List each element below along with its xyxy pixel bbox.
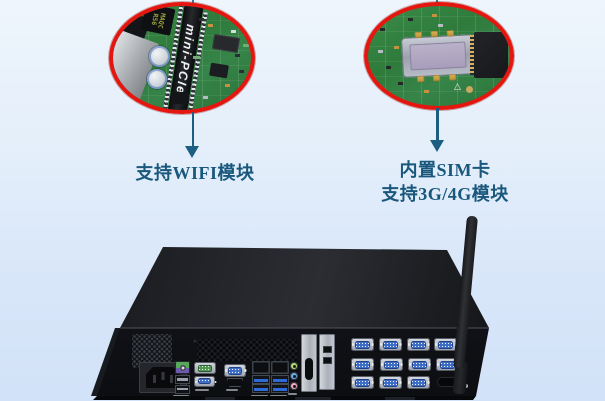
sim-card-slot (401, 30, 475, 83)
smd-component (243, 44, 249, 47)
vga-port (194, 375, 215, 387)
sim-contact (433, 74, 441, 82)
capacitor (147, 69, 167, 89)
sim-slot-zoom-photo: △ (364, 2, 514, 110)
pcb-chip (470, 32, 508, 78)
chassis-top-face (120, 247, 489, 328)
base-foot (205, 396, 235, 400)
sim-feature-label-line1: 内置SIM卡 (399, 160, 491, 180)
callout-arrow-wifi (191, 112, 194, 146)
smd-component (408, 18, 413, 21)
callout-arrow-sim (436, 108, 439, 140)
smd-component (239, 70, 244, 73)
pcb-chip (171, 92, 189, 104)
sim-contact (446, 30, 454, 37)
smd-component (193, 56, 200, 59)
smd-component (225, 84, 230, 87)
port-cutout (437, 377, 459, 387)
sim-contact (417, 75, 425, 83)
usb2-port (175, 384, 190, 394)
smd-component (424, 90, 429, 93)
usb2-port (322, 357, 332, 364)
audio-jack-lineout (290, 362, 298, 370)
smd-component (398, 82, 403, 85)
smd-component (208, 24, 213, 27)
pcb-chip (209, 62, 229, 79)
smd-component (235, 54, 240, 57)
usb3-port (271, 374, 289, 384)
vga-port (224, 364, 246, 377)
smd-component (466, 86, 473, 93)
port-label (226, 389, 238, 391)
db9-serial-port (351, 358, 374, 371)
chassis-base (93, 396, 476, 400)
smd-component (203, 96, 208, 99)
capacitor (149, 46, 170, 67)
expansion-bracket-usb (319, 334, 335, 390)
sim-contact (414, 31, 423, 39)
bracket-cutout (305, 358, 313, 380)
audio-jack-linein (290, 372, 298, 380)
smd-component (386, 66, 391, 69)
db9-serial-port (407, 376, 430, 389)
port-label (195, 388, 209, 391)
db9-serial-port (351, 376, 374, 389)
db9-serial-port (379, 338, 402, 351)
hdmi-port (227, 378, 243, 387)
smd-component (494, 22, 499, 25)
ps2-port (175, 361, 190, 374)
port-label (288, 392, 297, 395)
db9-serial-port (407, 338, 430, 351)
device-photo (85, 215, 491, 401)
smd-component (380, 28, 385, 31)
wifi-feature-label: 支持WIFI模块 (135, 163, 255, 183)
smd-component (438, 24, 443, 27)
sim-feature-label-line2: 支持3G/4G模块 (381, 184, 509, 204)
sim-feature-label: 内置SIM卡 支持3G/4G模块 (355, 158, 535, 206)
smd-component (432, 14, 437, 17)
usb2-port (322, 346, 332, 353)
usb3-port (252, 384, 270, 393)
base-foot (295, 396, 331, 400)
db9-serial-port (379, 376, 402, 389)
base-foot (385, 396, 415, 400)
callout-arrowhead-sim (429, 140, 444, 152)
silkscreen-arrow: △ (454, 82, 461, 92)
usb3-port (252, 374, 270, 384)
usb3-port (271, 384, 289, 393)
lan-port (252, 361, 270, 374)
usb2-port (175, 375, 190, 384)
sim-contact (448, 74, 457, 81)
sim-slot-cover (409, 41, 467, 71)
lan-port (271, 361, 289, 374)
smd-component (378, 50, 383, 53)
expansion-bracket (301, 334, 317, 392)
panel-screw (193, 339, 197, 343)
callout-arrowhead-wifi (185, 146, 199, 158)
sim-contact (430, 30, 439, 38)
com-serial-port (194, 362, 216, 374)
audio-jack-mic (290, 382, 298, 390)
db9-serial-port (434, 338, 457, 351)
db9-serial-port (408, 358, 431, 371)
smd-component (394, 46, 399, 49)
db9-serial-port (351, 338, 374, 351)
smd-component (231, 30, 236, 33)
smd-component (486, 12, 491, 15)
smd-component (199, 18, 204, 21)
panel-top-edge (120, 327, 489, 329)
db9-serial-port (380, 358, 403, 371)
mesh-vent (197, 339, 297, 361)
